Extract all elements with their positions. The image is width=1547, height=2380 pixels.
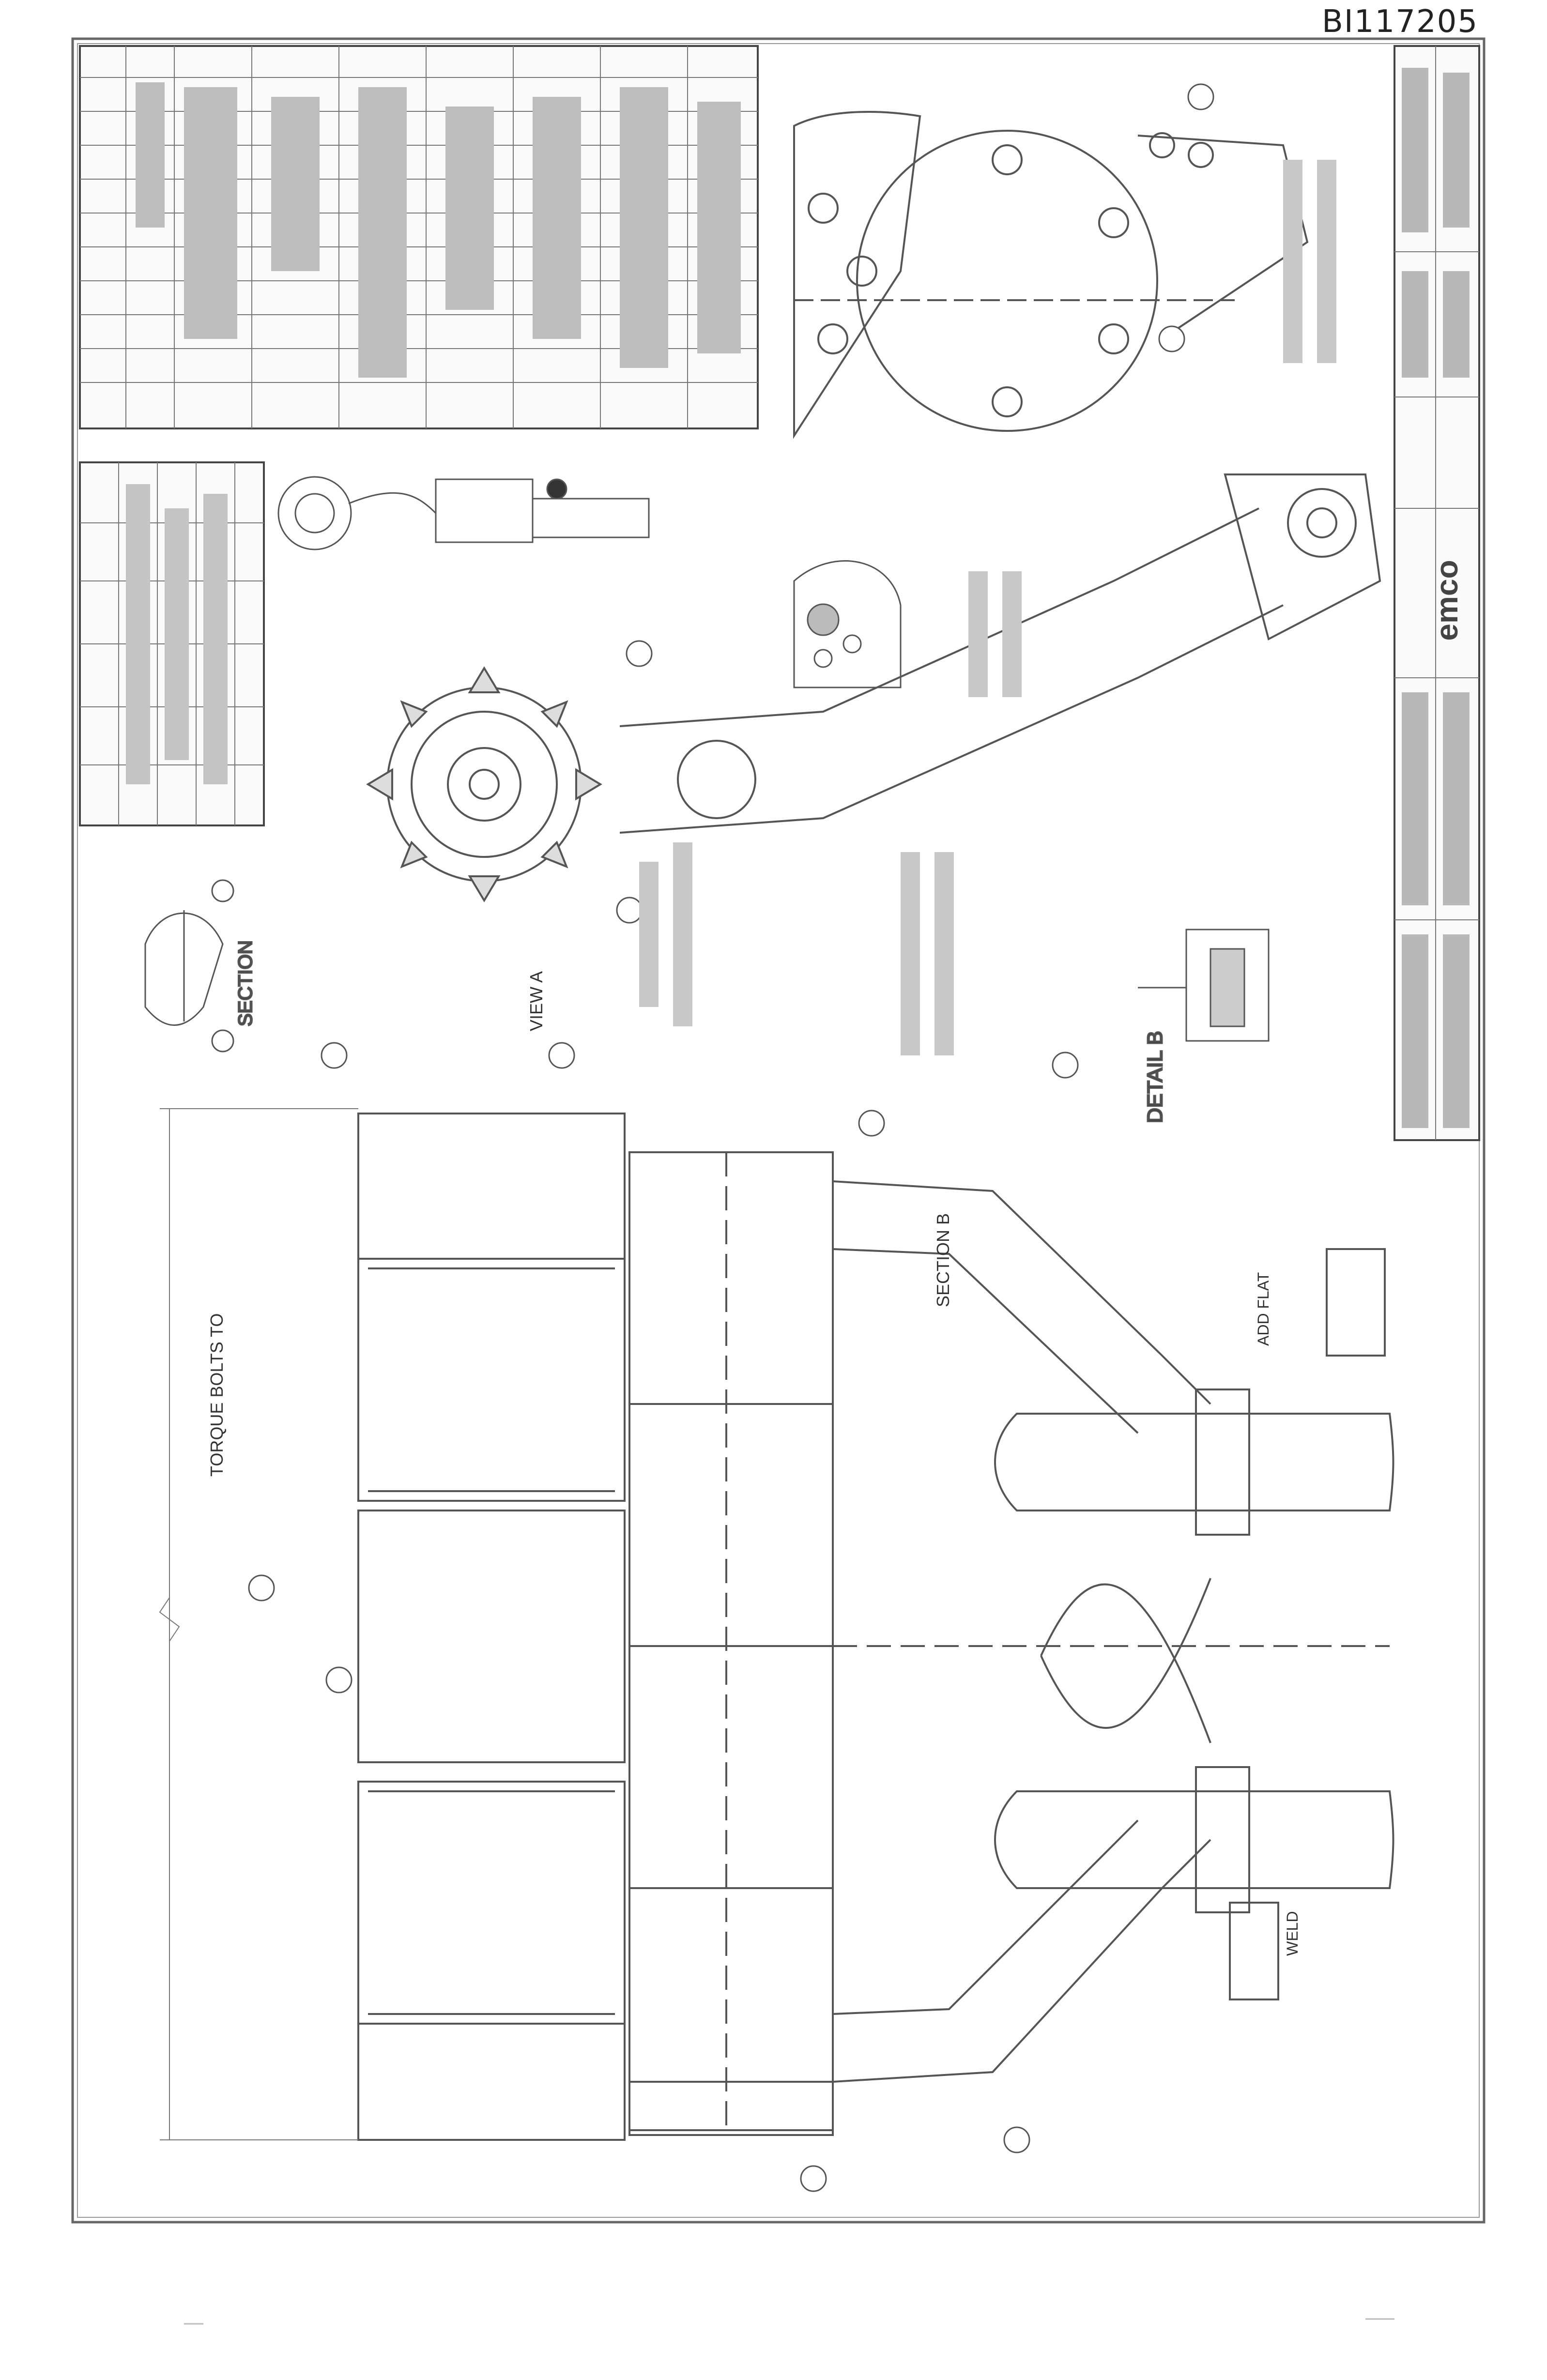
section-label: SECTION (235, 940, 256, 1026)
main-frame (357, 1113, 1211, 2141)
boom-linkage (619, 473, 1381, 834)
secondary-parts-table (79, 461, 265, 826)
pulley-detail (793, 560, 902, 688)
parts-list-table (79, 45, 759, 429)
document-number: BI117205 (1322, 4, 1479, 40)
sprocket-assembly (366, 666, 602, 902)
drawing-notes: VIEW A TORQUE BOLTS TO SECTION B ADD FLA… (207, 160, 1336, 1956)
note-view-a: VIEW A (526, 971, 546, 1031)
dimension-lines (159, 1108, 358, 2140)
note-weld: WELD (1284, 1911, 1301, 1956)
cable-reel-detail (277, 476, 650, 550)
detail-b: DETAIL B (1138, 929, 1270, 1124)
balloon-callouts (248, 83, 1214, 2192)
note-torque-bolts: TORQUE BOLTS TO (207, 1313, 227, 1477)
title-block: emco (1394, 45, 1480, 1141)
drum-assembly (793, 111, 1309, 439)
note-section-b: SECTION B (933, 1213, 953, 1307)
company-logo-text: emco (1429, 560, 1464, 641)
note-add-flat: ADD FLAT (1255, 1272, 1272, 1346)
detail-b-label: DETAIL B (1143, 1031, 1167, 1123)
section-callout: SECTION (144, 879, 257, 1053)
hitch-assembly (765, 1248, 1394, 2000)
stray-marks (184, 2318, 1394, 2325)
